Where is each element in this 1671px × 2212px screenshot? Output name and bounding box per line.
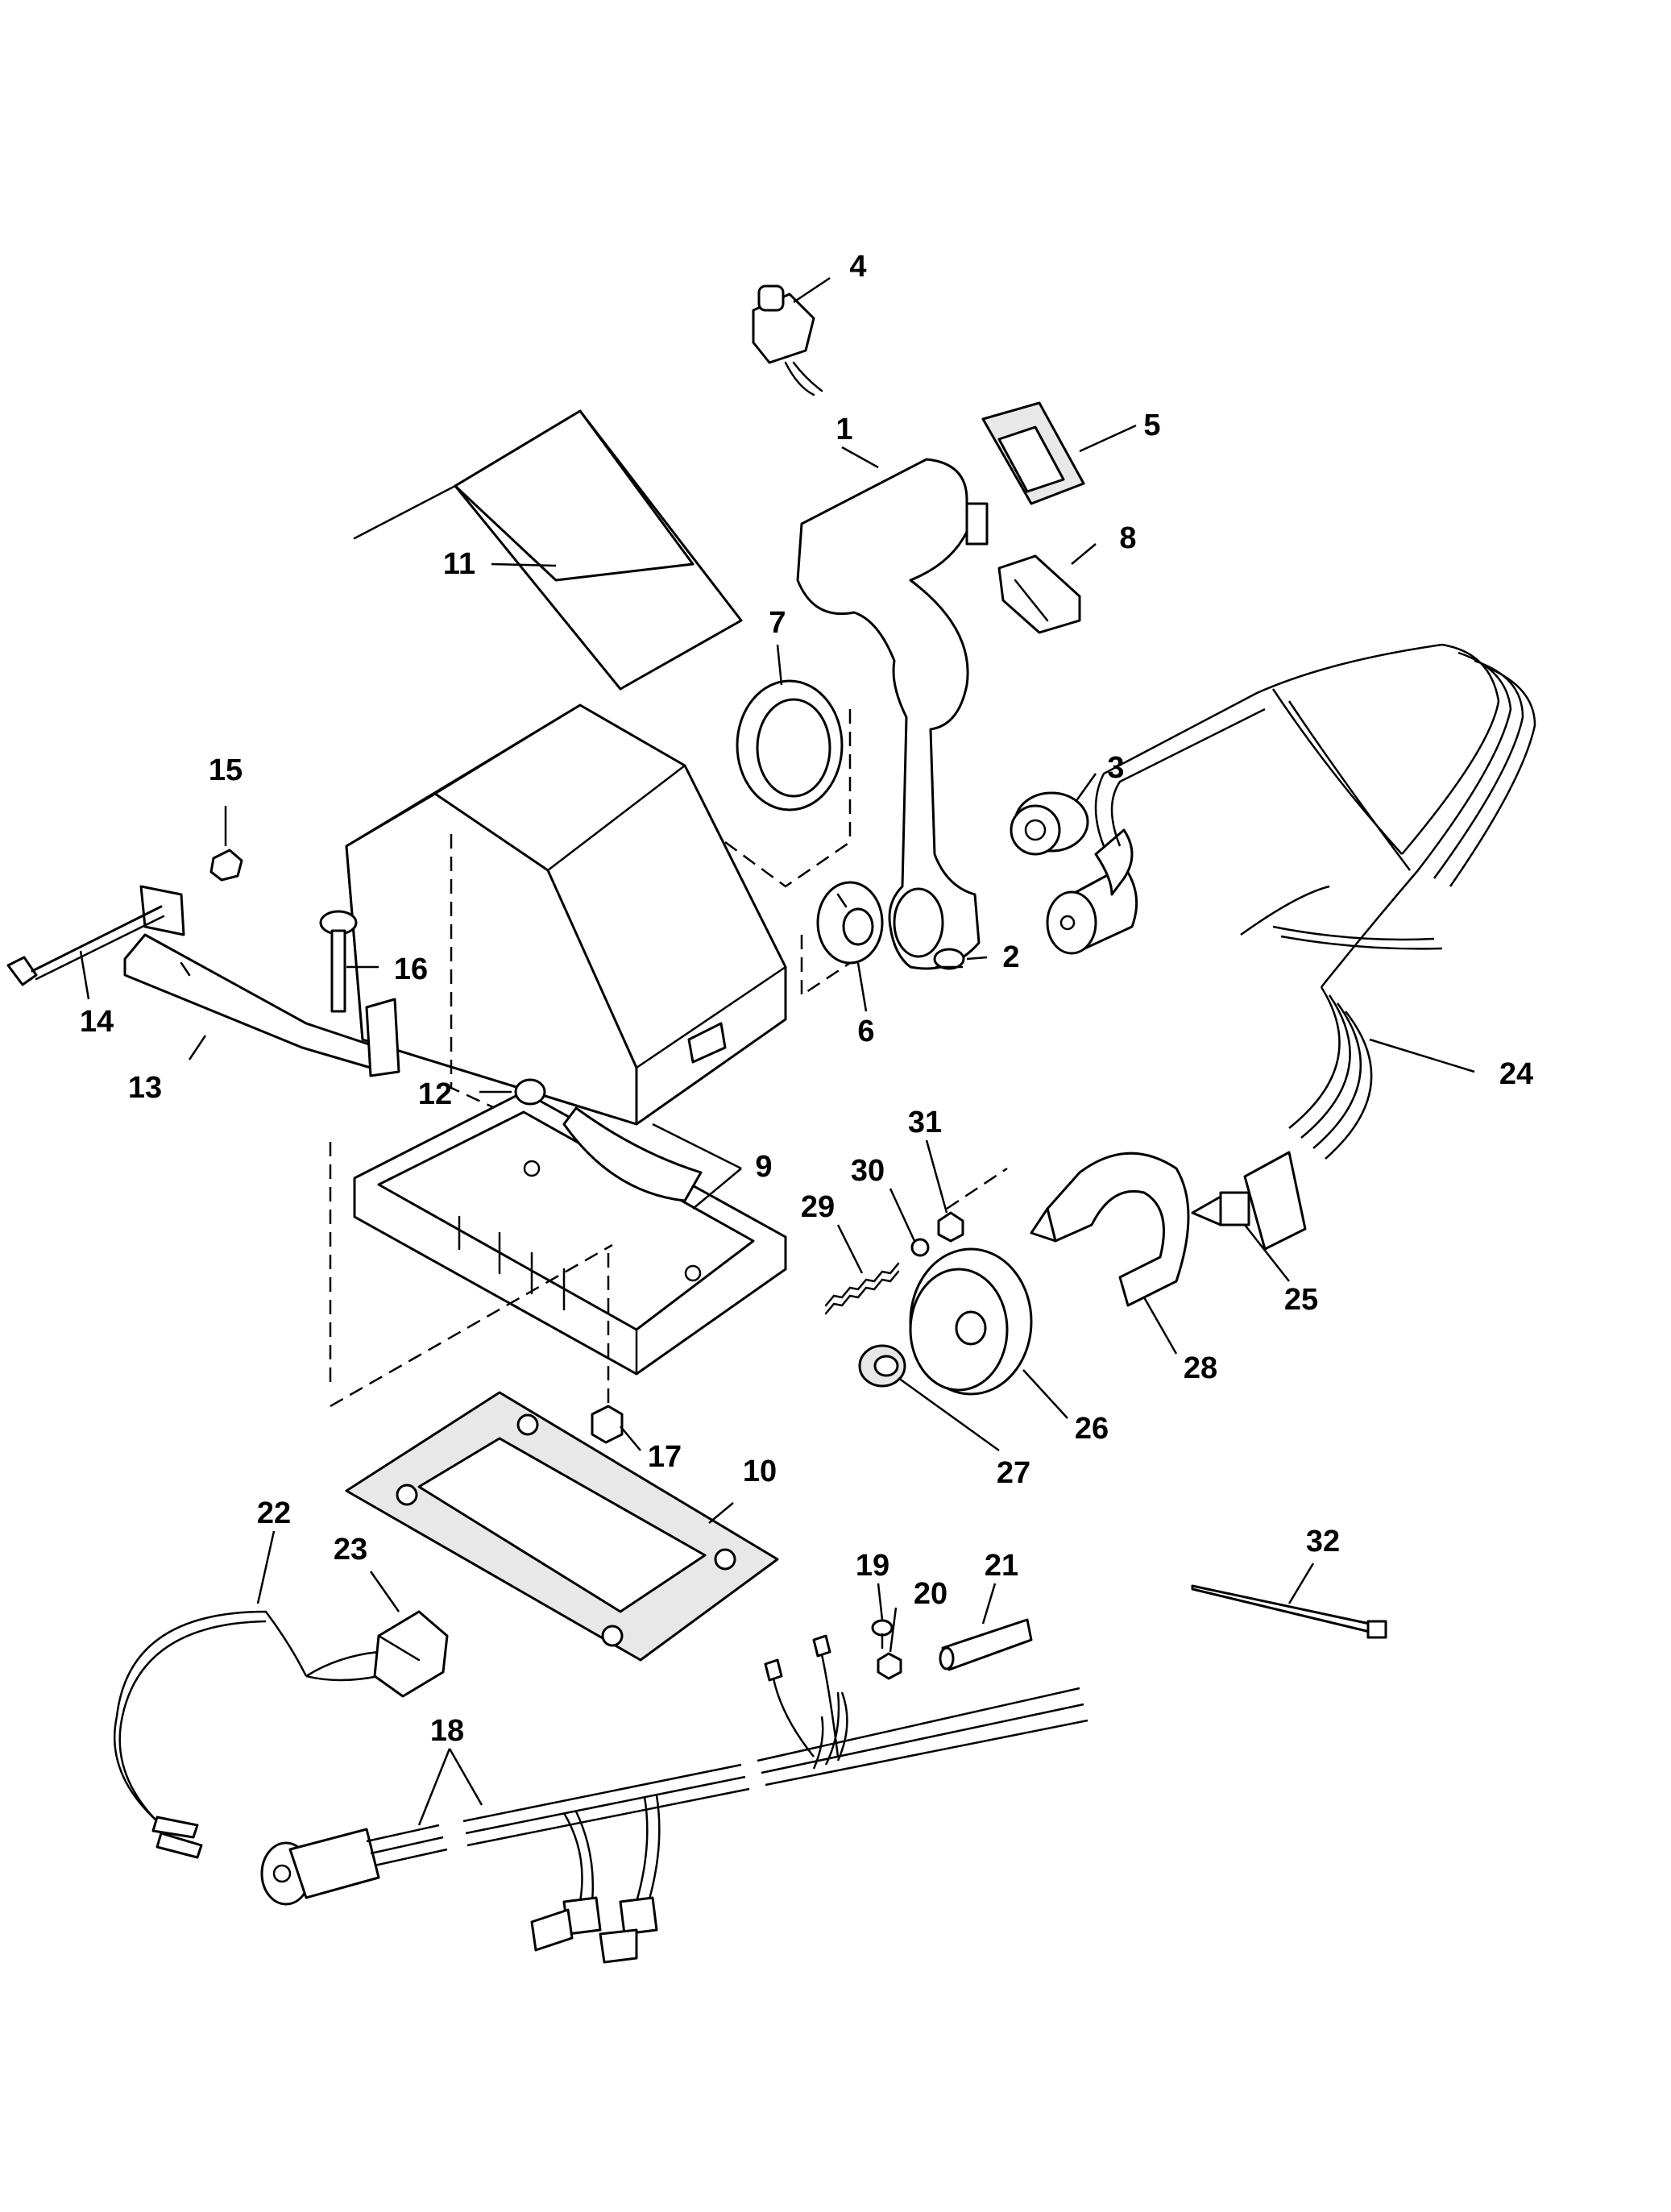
- part-17-nut: [591, 1405, 624, 1444]
- part-22-wire-harness: [114, 1610, 379, 1859]
- part-25-toggle-switch: [1191, 1151, 1307, 1251]
- part-20-nut: [877, 1652, 902, 1680]
- callout-3: 3: [1107, 751, 1124, 785]
- callout-6: 6: [857, 1015, 874, 1048]
- part-32-cable-tie: [1191, 1584, 1387, 1639]
- callout-30: 30: [851, 1154, 885, 1188]
- callout-31: 31: [908, 1106, 942, 1139]
- callout-14: 14: [80, 1005, 114, 1039]
- part-16-screw: [319, 910, 358, 1013]
- callout-29: 29: [801, 1190, 835, 1224]
- callout-8: 8: [1119, 521, 1136, 555]
- part-24-cable-harness: [1046, 643, 1536, 1160]
- callout-19: 19: [856, 1549, 889, 1583]
- part-10-gasket: [345, 1391, 779, 1662]
- part-12-plug: [514, 1078, 546, 1106]
- callout-27: 27: [997, 1456, 1030, 1490]
- callout-17: 17: [648, 1440, 682, 1474]
- part-8-clip: [997, 554, 1081, 634]
- callout-5: 5: [1143, 409, 1160, 442]
- part-21-sleeve: [939, 1618, 1033, 1671]
- callout-26: 26: [1075, 1412, 1109, 1446]
- part-6-split-collar: [816, 881, 884, 965]
- callout-9: 9: [755, 1150, 772, 1184]
- callout-25: 25: [1284, 1283, 1318, 1317]
- part-4-switch: [752, 284, 823, 396]
- callout-23: 23: [334, 1533, 367, 1567]
- part-5-bezel: [981, 401, 1085, 505]
- part-1-control-handle: [796, 458, 989, 970]
- callout-12: 12: [418, 1077, 452, 1111]
- assembly-dashed-lines: [329, 709, 1008, 1408]
- callout-2: 2: [1002, 940, 1019, 974]
- callout-15: 15: [209, 753, 243, 787]
- callout-labels: 1 2 3 4 5 6 7 8 9 10 11 12 13 14 15 16 1…: [80, 250, 1533, 1748]
- part-3-bushing: [1010, 791, 1089, 856]
- callout-24: 24: [1499, 1057, 1533, 1091]
- part-19-screw: [871, 1619, 894, 1650]
- part-11-cover-decal: [353, 409, 743, 691]
- callout-28: 28: [1184, 1351, 1217, 1385]
- part-9-control-housing: [345, 703, 787, 1126]
- callout-4: 4: [849, 250, 866, 284]
- part-29-spring: [824, 1262, 900, 1315]
- part-9-housing-base-tray: [353, 1090, 787, 1376]
- part-27-bearing: [858, 1344, 906, 1388]
- callout-21: 21: [985, 1549, 1018, 1583]
- part-15-nut: [209, 849, 243, 882]
- part-31-nut: [937, 1211, 964, 1243]
- callout-10: 10: [743, 1455, 777, 1488]
- callout-11: 11: [443, 547, 475, 581]
- part-28-cam-bracket: [1030, 1152, 1190, 1307]
- callout-16: 16: [394, 952, 428, 986]
- leader-lines: [79, 276, 1475, 1826]
- part-18-main-wiring-harness: [260, 1634, 1088, 1964]
- callout-13: 13: [128, 1071, 162, 1105]
- part-2-set-screw: [933, 948, 965, 970]
- callout-7: 7: [769, 606, 786, 640]
- callout-32: 32: [1306, 1525, 1340, 1558]
- callout-1: 1: [836, 413, 852, 446]
- part-30-washer: [910, 1238, 930, 1257]
- part-7-seal-ring: [736, 679, 844, 811]
- callout-20: 20: [914, 1577, 947, 1611]
- callout-18: 18: [430, 1714, 464, 1748]
- part-14-long-bolt: [6, 905, 165, 986]
- callout-22: 22: [257, 1496, 291, 1530]
- part-23-relay: [373, 1610, 449, 1698]
- part-13-mounting-bracket: [123, 885, 400, 1077]
- part-26-pulley: [909, 1247, 1033, 1396]
